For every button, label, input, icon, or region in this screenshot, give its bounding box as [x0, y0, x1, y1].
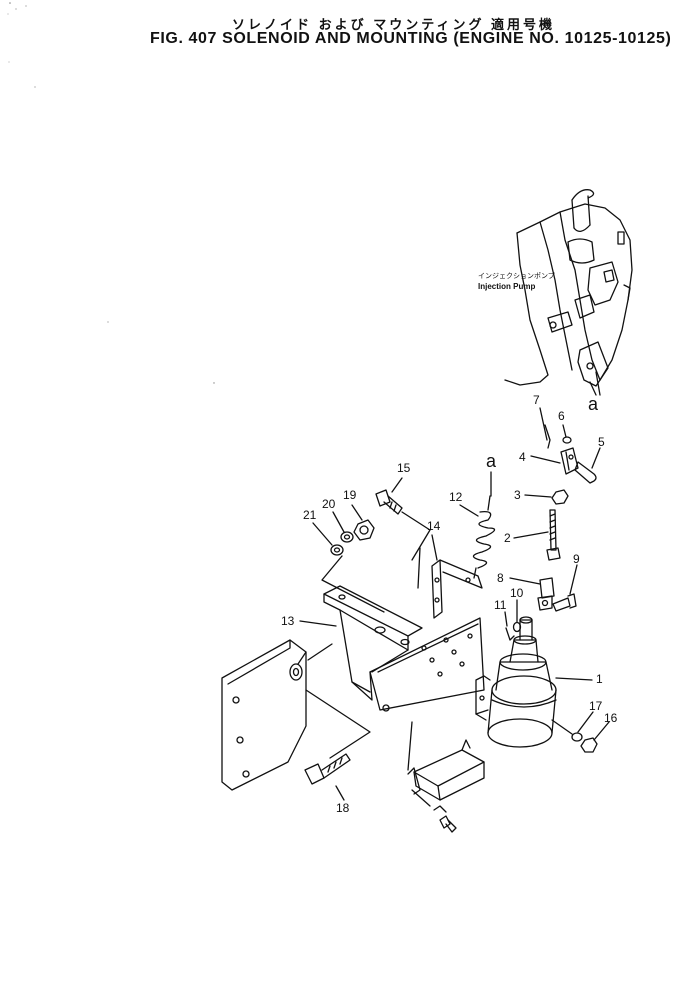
part-number-21: 21 — [303, 508, 317, 522]
part-number-16: 16 — [604, 711, 618, 725]
rod-end — [537, 577, 555, 611]
engine-side-plate — [221, 639, 371, 791]
leader-21b — [321, 555, 385, 613]
leader-21 — [312, 522, 333, 546]
part-number-13: 13 — [281, 614, 295, 628]
nut-16 — [580, 737, 598, 753]
leader-4 — [530, 455, 561, 464]
part-number-19: 19 — [343, 488, 357, 502]
part-number-callouts: 1 2 3 4 5 6 7 8 9 10 11 12 13 14 15 16 1… — [281, 393, 618, 815]
cotter-pin-11 — [505, 627, 515, 641]
wire-lead — [407, 721, 413, 771]
part-number-2: 2 — [504, 531, 511, 545]
leader-16 — [593, 721, 610, 741]
part-number-7: 7 — [533, 393, 540, 407]
part-number-1: 1 — [596, 672, 603, 686]
part-number-20: 20 — [322, 497, 336, 511]
leader-11 — [504, 611, 508, 627]
part-number-18: 18 — [336, 801, 350, 815]
reference-a-lower: a — [486, 451, 497, 471]
leader-20 — [332, 511, 345, 533]
spring-bracket — [431, 559, 483, 619]
small-washer — [562, 436, 572, 444]
leader-14 — [431, 534, 438, 561]
leader-15b — [401, 511, 431, 561]
part-number-5: 5 — [598, 435, 605, 449]
mounting-bracket — [323, 585, 485, 712]
injection-pump-label: Injection Pump — [478, 282, 535, 291]
part-number-15: 15 — [397, 461, 411, 475]
mounting-bolt — [304, 753, 351, 785]
reference-a-upper: a — [588, 394, 599, 414]
lock-nut — [551, 489, 569, 505]
leader-9 — [569, 564, 578, 595]
leader-15 — [391, 477, 403, 493]
leader-19 — [351, 504, 363, 521]
part-number-17: 17 — [589, 699, 603, 713]
figure-title: FIG. 407 SOLENOID AND MOUNTING (ENGINE N… — [150, 30, 672, 47]
leader-3 — [524, 494, 552, 498]
leader-5 — [591, 447, 601, 469]
leader-7 — [539, 407, 548, 441]
part-number-4: 4 — [519, 450, 526, 464]
washer-21 — [330, 544, 344, 556]
leader-2 — [513, 531, 549, 539]
part-number-3: 3 — [514, 488, 521, 502]
part-number-10: 10 — [510, 586, 524, 600]
leader-6 — [562, 424, 567, 438]
leader-8 — [509, 577, 541, 585]
clevis — [560, 447, 579, 475]
part-number-14: 14 — [427, 519, 441, 533]
part-number-6: 6 — [558, 409, 565, 423]
relay-box — [407, 739, 485, 813]
clevis-pin — [574, 461, 597, 484]
leader-18 — [335, 785, 345, 801]
solenoid — [475, 616, 573, 748]
leader-17 — [577, 711, 594, 733]
leader-12 — [459, 504, 479, 517]
leader-13 — [299, 620, 337, 627]
washer-20 — [340, 531, 354, 543]
injection-pump-jp-label: インジェクションポンプ — [478, 272, 555, 280]
threaded-rod — [546, 509, 561, 561]
cotter-pin — [544, 424, 551, 449]
part-number-9: 9 — [573, 552, 580, 566]
scan-specks — [7, 2, 215, 384]
japanese-title: ソレノイド および マウンティング 適用号機 — [232, 17, 556, 32]
link-bolt — [552, 593, 577, 612]
return-spring — [472, 495, 496, 579]
nut-19 — [353, 519, 375, 541]
injection-pump — [504, 189, 633, 396]
part-number-11: 11 — [494, 598, 507, 612]
part-number-8: 8 — [497, 571, 504, 585]
relay-screw — [439, 815, 457, 833]
washer-17 — [571, 732, 583, 742]
leader-14b — [417, 547, 421, 589]
leader-1 — [555, 677, 593, 681]
part-number-12: 12 — [449, 490, 463, 504]
bracket-bolt — [375, 489, 403, 515]
leader-a-upper — [589, 381, 597, 396]
